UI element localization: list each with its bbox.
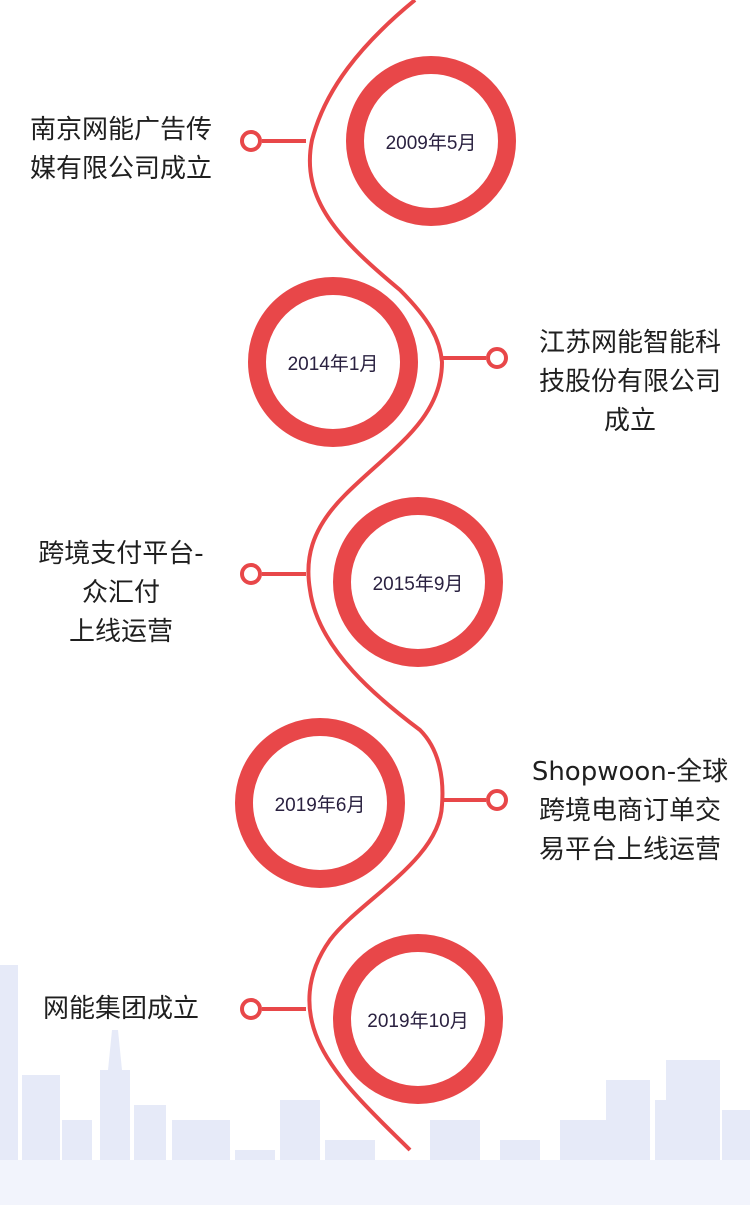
milestone-connector bbox=[443, 356, 486, 360]
milestone-description: 江苏网能智能科 技股份有限公司 成立 bbox=[538, 328, 721, 436]
milestone-description: Shopwoon-全球 跨境电商订单交 易平台上线运营 bbox=[531, 757, 729, 865]
milestone-dot bbox=[240, 998, 262, 1020]
milestone-connector bbox=[262, 1007, 306, 1011]
milestone-description: 网能集团成立 bbox=[42, 994, 199, 1024]
milestone-date: 2015年9月 bbox=[372, 573, 464, 595]
milestone-date-circle: 2019年10月 bbox=[333, 934, 503, 1104]
milestone-dot bbox=[240, 563, 262, 585]
milestone-date: 2014年1月 bbox=[287, 353, 379, 375]
milestone-date: 2009年5月 bbox=[385, 132, 477, 154]
timeline-curve-path bbox=[306, 0, 445, 1152]
milestone-date-circle: 2014年1月 bbox=[248, 277, 418, 447]
milestone-description: 跨境支付平台- 众汇付 上线运营 bbox=[38, 539, 204, 647]
milestone-connector bbox=[262, 572, 306, 576]
milestone-connector bbox=[262, 139, 306, 143]
milestone-connector bbox=[443, 798, 486, 802]
milestone-description: 南京网能广告传 媒有限公司成立 bbox=[29, 115, 212, 184]
milestone-dot bbox=[486, 789, 508, 811]
milestone-date: 2019年10月 bbox=[367, 1010, 469, 1032]
milestone-dot bbox=[240, 130, 262, 152]
milestone-date-circle: 2019年6月 bbox=[235, 718, 405, 888]
milestone-dot bbox=[486, 347, 508, 369]
milestone-date-circle: 2015年9月 bbox=[333, 497, 503, 667]
milestone-date-circle: 2009年5月 bbox=[346, 56, 516, 226]
milestone-date: 2019年6月 bbox=[274, 794, 366, 816]
